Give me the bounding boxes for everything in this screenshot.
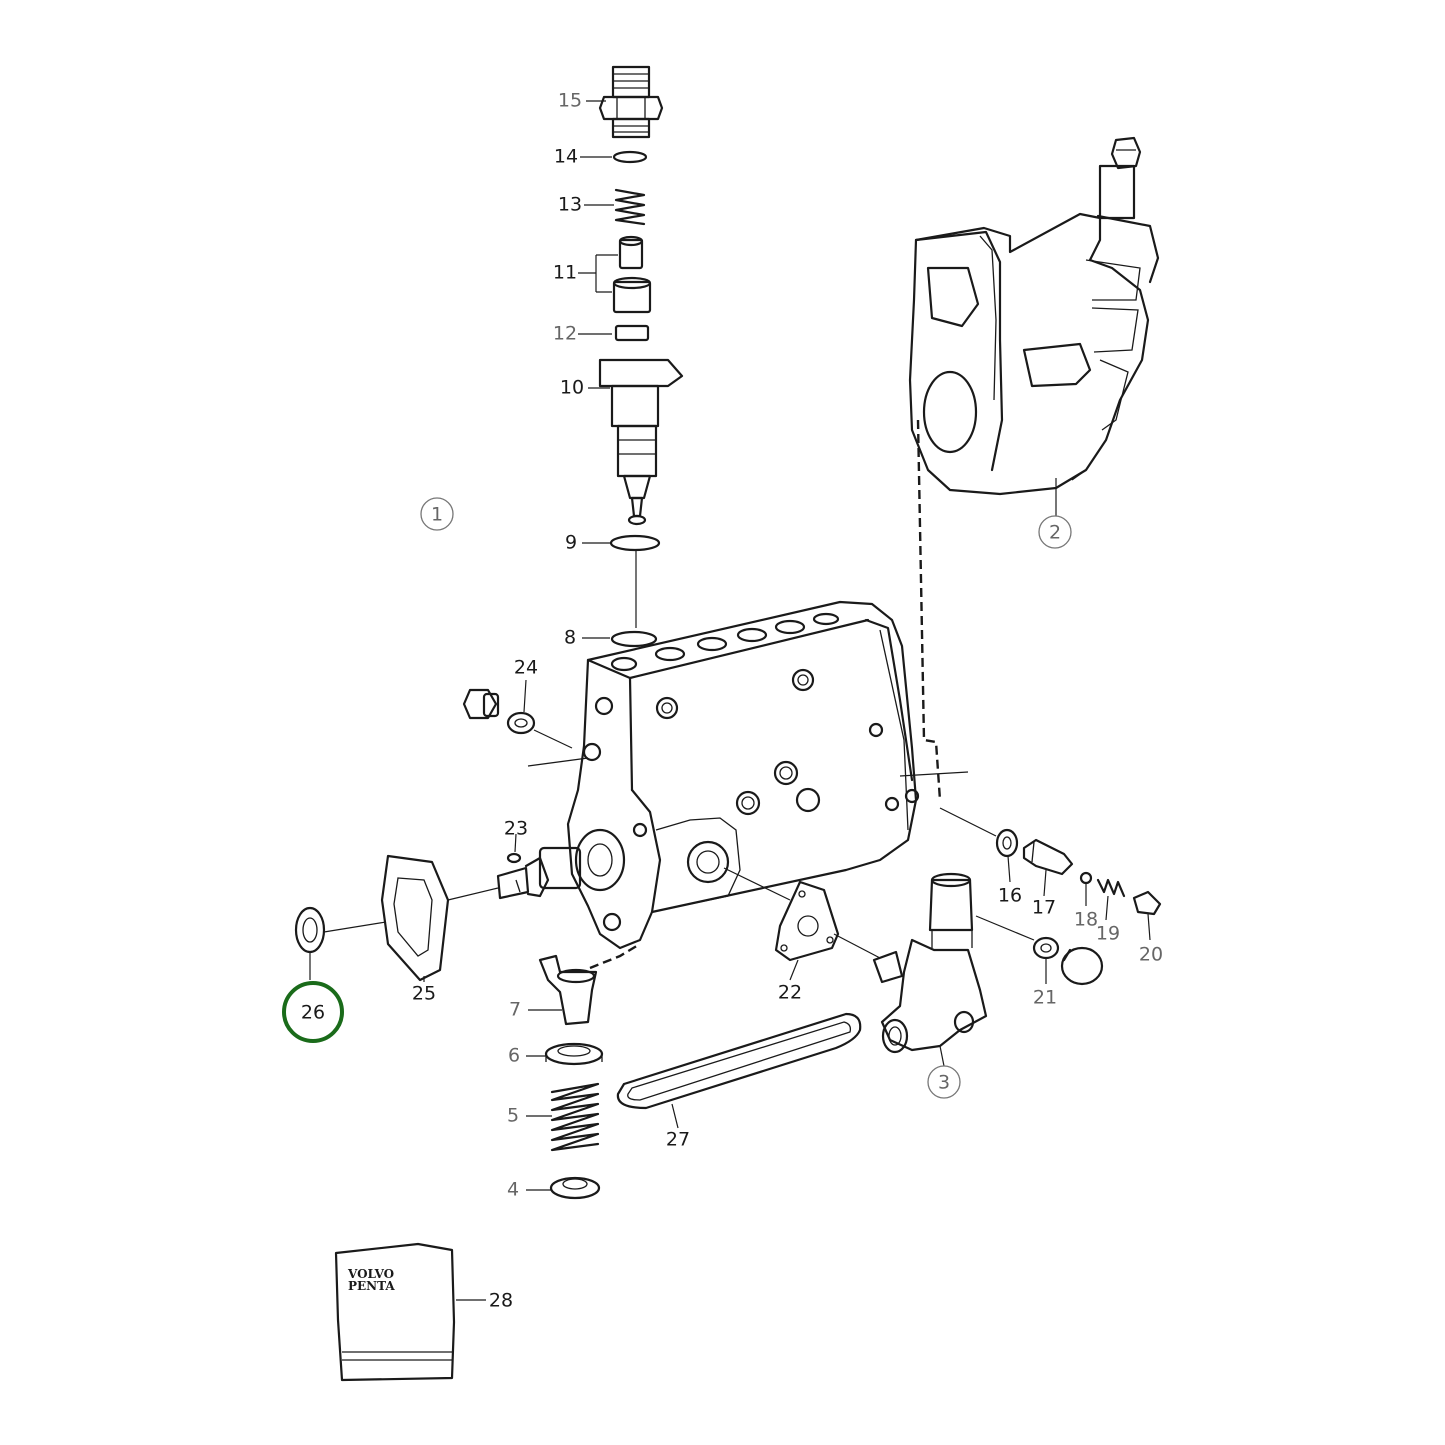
part-27-belt[interactable] xyxy=(616,1012,862,1110)
part-6-spring-seat[interactable] xyxy=(544,1042,604,1066)
label-13: 13 xyxy=(558,194,582,216)
part-24-plug[interactable] xyxy=(462,688,500,720)
part-25-gasket[interactable] xyxy=(380,854,450,982)
label-26-highlight-circle xyxy=(282,981,344,1043)
label-14: 14 xyxy=(554,146,578,168)
label-24: 24 xyxy=(514,657,538,679)
label-5: 5 xyxy=(507,1105,519,1127)
part-16-washer[interactable] xyxy=(995,828,1019,858)
label-22: 22 xyxy=(778,982,802,1004)
label-2-circle xyxy=(1038,515,1072,549)
part-12-seal[interactable] xyxy=(614,324,650,342)
label-10: 10 xyxy=(560,377,584,399)
part-24-washer[interactable] xyxy=(506,711,536,735)
label-6: 6 xyxy=(508,1045,520,1067)
tappet-dashed-guide xyxy=(589,942,641,970)
part-20-plug[interactable] xyxy=(1132,890,1162,916)
label-28: 28 xyxy=(489,1290,513,1312)
label-25: 25 xyxy=(412,983,436,1005)
part-3-feed-pump[interactable] xyxy=(872,872,988,1054)
part-labels: 1 2 3 4 5 6 7 8 9 10 11 12 13 14 15 16 1… xyxy=(282,90,1163,1312)
governor-dashed-guide xyxy=(916,419,942,801)
label-1-circle xyxy=(420,497,454,531)
booklet-brand-line1: VOLVO xyxy=(347,1267,394,1281)
part-5-spring[interactable] xyxy=(550,1082,600,1152)
label-17: 17 xyxy=(1032,897,1056,919)
part-21-washer[interactable] xyxy=(1032,936,1060,960)
label-23: 23 xyxy=(504,818,528,840)
part-17-union[interactable] xyxy=(1022,838,1074,876)
label-3: 3 xyxy=(938,1072,950,1094)
label-7: 7 xyxy=(509,999,521,1021)
label-21: 21 xyxy=(1033,987,1057,1009)
label-27: 27 xyxy=(666,1129,690,1151)
part-10-barrel[interactable] xyxy=(598,358,684,526)
part-22-gasket[interactable] xyxy=(774,880,840,962)
drive-shaft[interactable] xyxy=(496,828,626,900)
leader-lines xyxy=(309,100,1151,1301)
label-16: 16 xyxy=(998,885,1022,907)
label-3-circle xyxy=(927,1065,961,1099)
label-9: 9 xyxy=(565,532,577,554)
label-11: 11 xyxy=(553,262,577,284)
label-4: 4 xyxy=(507,1179,519,1201)
label-2: 2 xyxy=(1049,522,1061,544)
part-26-seal[interactable] xyxy=(294,906,326,954)
part-8-seal-ring[interactable] xyxy=(610,630,658,648)
part-18-ball[interactable] xyxy=(1079,871,1093,885)
part-4-spring-seat[interactable] xyxy=(549,1176,601,1200)
part-2-governor-housing[interactable] xyxy=(908,136,1160,496)
part-15-valve-holder[interactable] xyxy=(598,65,664,139)
part-23-key[interactable] xyxy=(506,852,522,864)
label-15: 15 xyxy=(558,90,582,112)
label-1: 1 xyxy=(431,504,443,526)
part-19-spring[interactable] xyxy=(1096,878,1126,898)
label-8: 8 xyxy=(564,627,576,649)
part-13-spring[interactable] xyxy=(614,188,646,226)
part-9-seal-ring[interactable] xyxy=(609,534,661,552)
label-18: 18 xyxy=(1074,909,1098,931)
booklet-brand-line2: PENTA xyxy=(348,1279,395,1293)
label-20: 20 xyxy=(1139,944,1163,966)
part-28-instruction-booklet[interactable]: VOLVO PENTA xyxy=(334,1242,456,1382)
label-19: 19 xyxy=(1096,923,1120,945)
part-11-valve[interactable] xyxy=(612,235,652,314)
label-12: 12 xyxy=(553,323,577,345)
pump-housing[interactable] xyxy=(527,600,969,950)
part-21-cap[interactable] xyxy=(1060,946,1104,986)
part-7-tappet[interactable] xyxy=(538,954,598,1026)
label-26: 26 xyxy=(301,1002,325,1024)
part-14-washer[interactable] xyxy=(612,150,648,164)
